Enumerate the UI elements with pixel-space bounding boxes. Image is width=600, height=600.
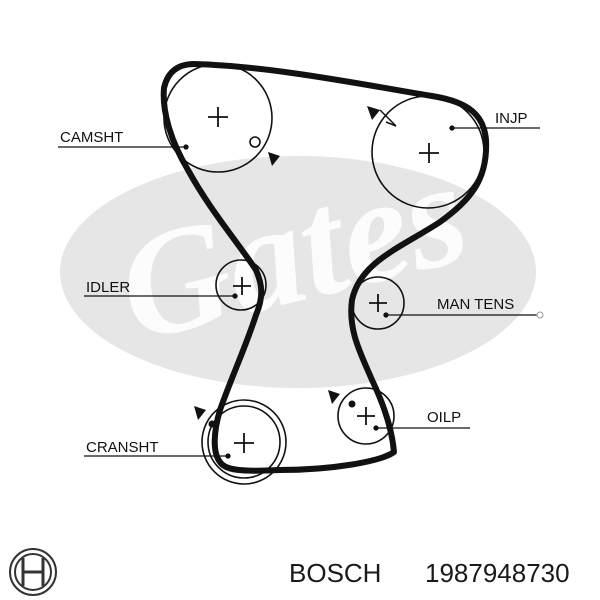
injection-pump-leader-dot [449,125,455,131]
crankshaft-timing-dot [208,420,216,428]
oil-pump-label: OILP [427,409,461,426]
crankshaft-center-cross [234,433,254,453]
crankshaft-pulley-inner [207,405,281,479]
camshaft-leader-dot [183,144,189,150]
oil-pump-timing-dot [348,400,356,408]
oil-pump-pulley [337,387,395,445]
idler-label: IDLER [86,279,130,296]
injection-pump-timing-arrow [367,106,380,120]
timing-belt [160,61,490,474]
camshaft-timing-arrow [268,152,280,166]
camshaft-label: CAMSHT [60,129,123,146]
bosch-logo [9,548,57,596]
injection-pump-center-cross [419,143,439,163]
oil-pump-leader-dot [373,425,379,431]
crankshaft-pulley-outer [201,399,287,485]
oil-pump-timing-arrow [328,390,340,404]
brand-name: BOSCH [289,558,381,588]
camshaft-center-cross [208,107,228,127]
tensioner-center-cross [369,294,387,312]
crankshaft-label: CRANSHT [86,439,159,456]
idler-pulley [215,259,267,311]
injection-pump-label: INJP [495,110,528,127]
camshaft-timing-mark [249,136,261,148]
crankshaft-leader-dot [225,453,231,459]
idler-center-cross [233,277,251,295]
oil-pump-center-cross [357,407,375,425]
part-number: 1987948730 [425,558,570,588]
manual-tensioner-label: MAN TENS [437,296,514,313]
gates-watermark-logo: Gates [60,128,536,388]
tensioner-leader-end-mark [536,311,544,319]
tensioner-leader-dot [383,312,389,318]
idler-leader-dot [232,293,238,299]
injection-pump-timing-mark [379,109,397,127]
crankshaft-timing-arrow [194,406,206,420]
